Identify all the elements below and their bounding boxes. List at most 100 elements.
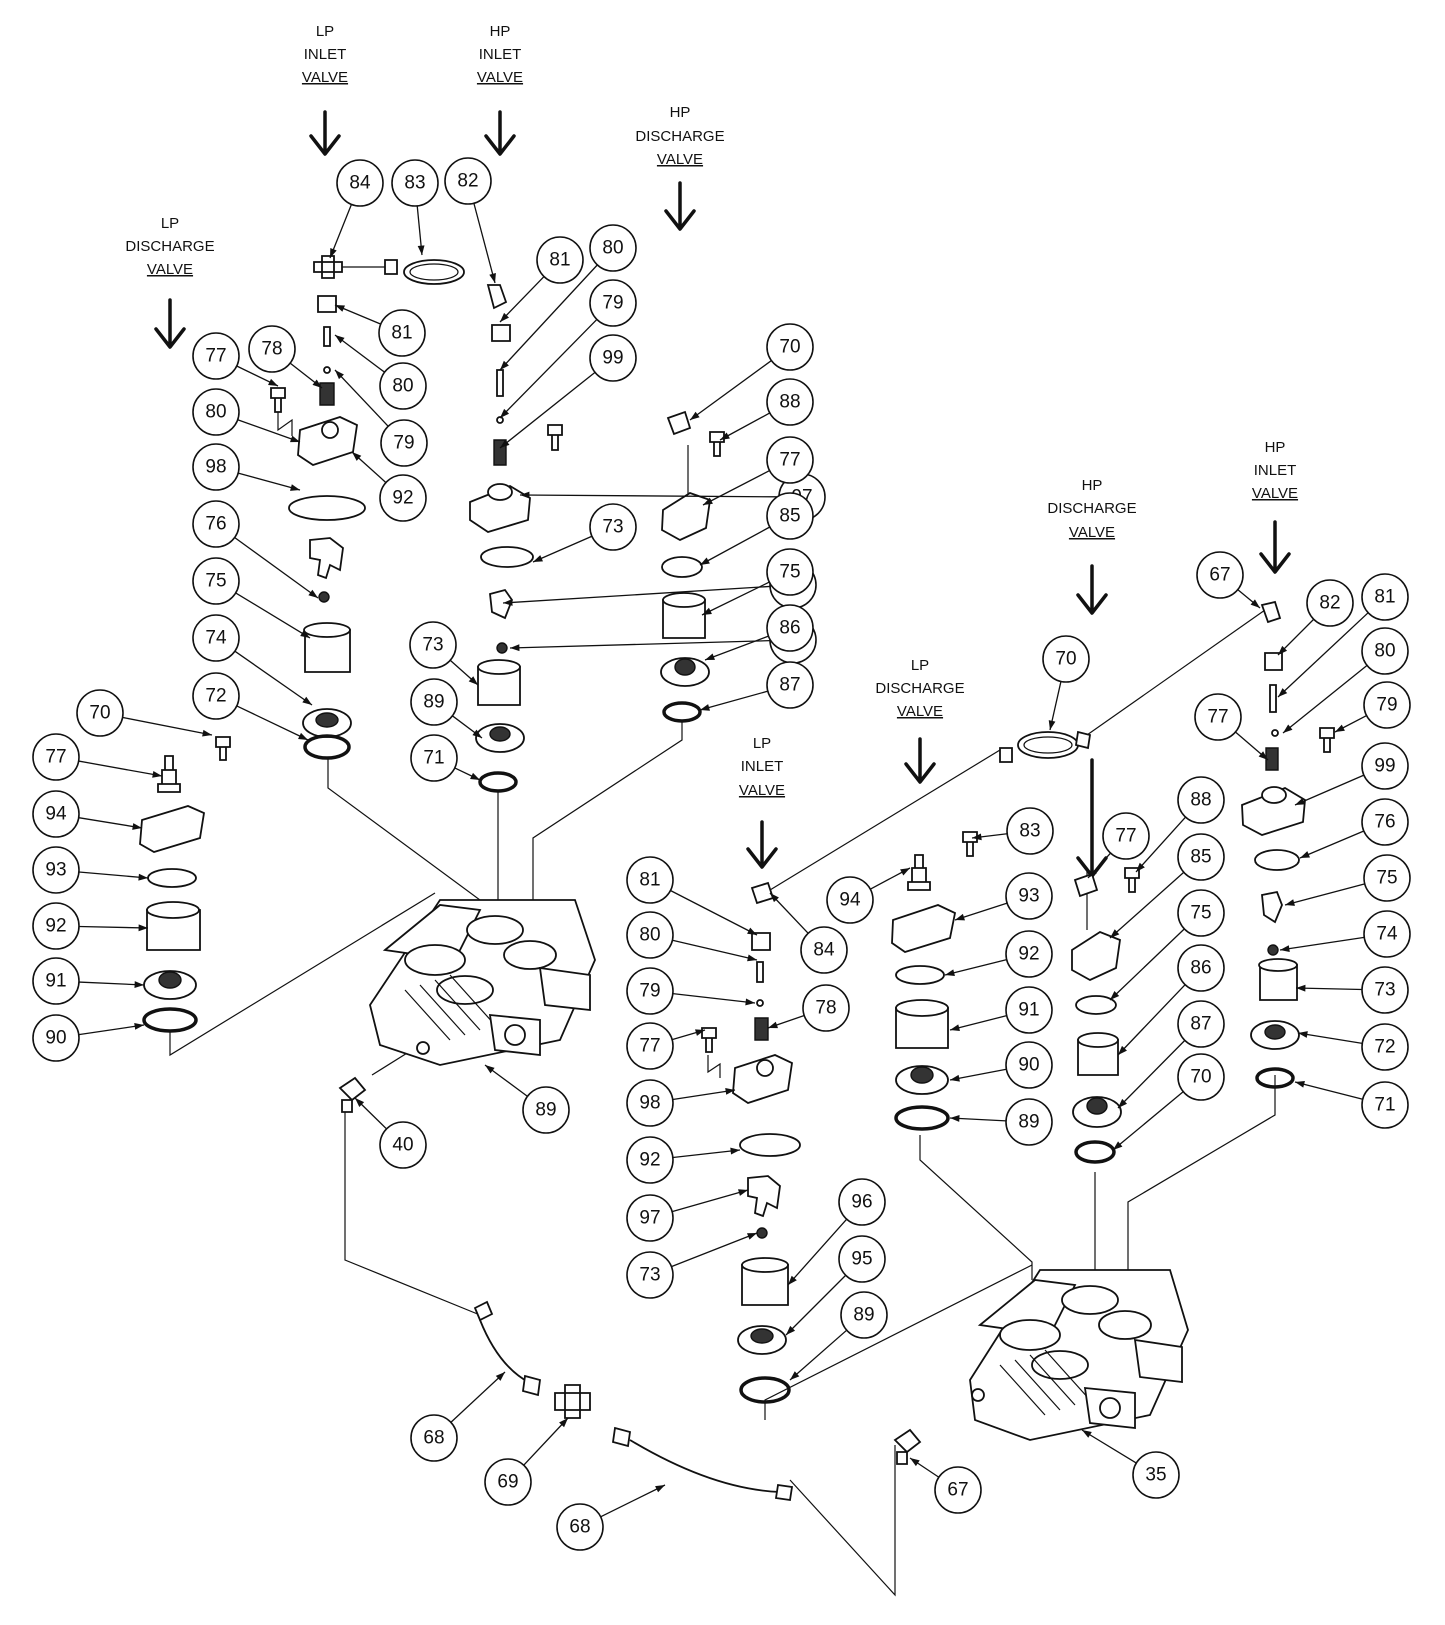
callout-number: 88 — [1190, 790, 1211, 811]
callout-83: 83 — [391, 159, 439, 256]
callout-number: 97 — [639, 1208, 660, 1229]
nut-73 — [318, 591, 330, 603]
o-ring-75d — [1075, 995, 1117, 1015]
callout-arrowhead — [1285, 899, 1295, 906]
callout-arrowhead — [495, 1372, 505, 1381]
arrow-down-icon — [664, 181, 696, 231]
callout-arrowhead — [489, 273, 496, 283]
valve-label-line: LP — [161, 215, 179, 232]
spring-99b — [1265, 747, 1279, 771]
valve-label-line: HP — [490, 23, 511, 40]
callout-number: 95 — [851, 1249, 872, 1270]
callout-arrowhead — [747, 954, 757, 962]
spring-78b — [754, 1017, 769, 1041]
callout-leader — [944, 958, 1007, 976]
callout-number: 70 — [1190, 1067, 1211, 1088]
callout-arrowhead — [1280, 945, 1290, 953]
callout-68: 68 — [410, 1371, 506, 1462]
callout-number: 70 — [1055, 649, 1076, 670]
callout-bubble — [1361, 742, 1409, 790]
callout-98: 98 — [626, 1079, 736, 1127]
callout-bubble — [32, 733, 80, 781]
callout-arrowhead — [703, 497, 713, 505]
callout-number: 82 — [1319, 593, 1340, 614]
callout-bubble — [838, 1235, 886, 1283]
callout-95: 95 — [785, 1235, 886, 1336]
valve-label-lp-discharge-right: LP DISCHARGE VALVE — [875, 657, 964, 720]
hex-nut-81 — [317, 295, 337, 313]
callout-bubble — [391, 159, 439, 207]
callout-arrowhead — [1136, 862, 1145, 872]
callout-88: 88 — [719, 378, 814, 441]
callout-leader — [122, 716, 213, 736]
valve-label-lp-discharge-left: LP DISCHARGE VALVE — [125, 215, 214, 278]
valve-label-hp-inlet-left: HP INLET VALVE — [477, 23, 523, 86]
callout-number: 81 — [549, 250, 570, 271]
callout-bubble — [589, 224, 637, 272]
hex-nut-81c — [1264, 652, 1283, 671]
valve-cover-76 — [469, 484, 531, 533]
o-ring-70 — [478, 771, 518, 793]
callout-arrowhead — [945, 969, 955, 977]
elbow-fitting-82b — [1260, 600, 1282, 624]
callout-bubble — [248, 325, 296, 373]
callout-arrowhead — [335, 335, 345, 344]
callout-81: 81 — [499, 236, 584, 323]
callout-number: 75 — [779, 562, 800, 583]
callout-number: 73 — [602, 517, 623, 538]
tee-fitting-84 — [313, 255, 343, 279]
callout-arrowhead — [500, 312, 509, 322]
callout-bubble — [192, 500, 240, 548]
callout-75: 75 — [1109, 889, 1225, 1001]
o-ring-92b — [147, 868, 197, 888]
tee-fitting-84b — [750, 881, 775, 905]
valve-label-line: INLET — [479, 46, 522, 63]
callout-bubble — [838, 1178, 886, 1226]
callout-leader — [329, 204, 353, 259]
callout-91: 91 — [32, 957, 145, 1005]
callout-arrowhead — [1296, 984, 1306, 992]
callout-arrowhead — [202, 729, 212, 737]
valve-label-line: INLET — [304, 46, 347, 63]
callout-number: 81 — [639, 870, 660, 891]
callout-arrowhead — [702, 607, 712, 615]
callout-number: 93 — [45, 860, 66, 881]
nut-73d — [756, 1227, 768, 1239]
callout-arrowhead — [950, 1115, 960, 1122]
callout-leader — [523, 1417, 569, 1466]
callout-number: 78 — [815, 998, 836, 1019]
callout-bubble — [1196, 551, 1244, 599]
callout-number: 80 — [602, 238, 623, 259]
callout-number: 83 — [1019, 821, 1040, 842]
callout-number: 86 — [1190, 958, 1211, 979]
callout-leader — [235, 592, 311, 639]
callout-73: 73 — [409, 621, 479, 686]
o-ring-89b — [142, 1007, 198, 1033]
arrow-down-icon — [1076, 564, 1108, 615]
callout-arrowhead — [1278, 645, 1288, 655]
cage-74b — [1261, 890, 1283, 924]
callout-bubble — [766, 604, 814, 652]
callout-bubble — [1194, 693, 1242, 741]
callout-77: 77 — [626, 1022, 706, 1070]
callout-85: 85 — [1109, 833, 1225, 939]
callout-bubble — [1177, 1000, 1225, 1048]
callout-arrowhead — [138, 924, 148, 932]
callout-bubble — [32, 846, 80, 894]
callout-arrowhead — [470, 772, 480, 780]
callout-arrowhead — [1283, 724, 1293, 733]
valve-label-line: VALVE — [657, 151, 703, 168]
callout-number: 35 — [1145, 1465, 1166, 1486]
callout-arrowhead — [730, 1147, 740, 1155]
spring-78 — [319, 382, 335, 406]
callout-82: 82 — [1277, 579, 1354, 656]
callout-75: 75 — [192, 557, 311, 639]
bolt-77e — [1319, 727, 1335, 753]
callout-bubble — [1361, 1081, 1409, 1129]
callout-arrowhead — [1335, 724, 1345, 732]
callout-arrowhead — [500, 439, 510, 448]
callout-leader — [334, 334, 385, 373]
arrow-down-icon — [1259, 520, 1291, 574]
callout-arrowhead — [300, 630, 310, 638]
